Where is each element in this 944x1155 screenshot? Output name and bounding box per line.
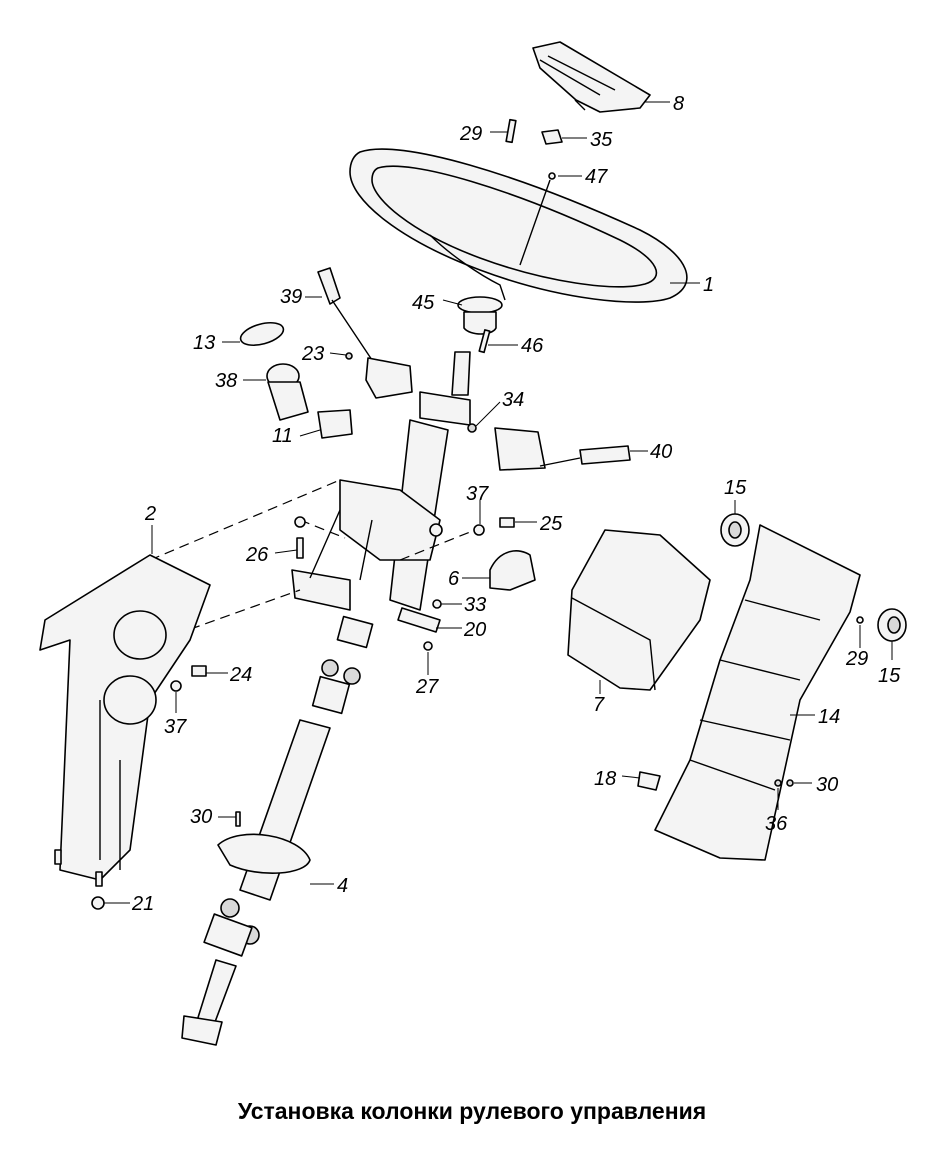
callout-37: 37 (164, 716, 187, 738)
callout-38: 38 (215, 370, 237, 392)
callout-34: 34 (502, 389, 524, 411)
callout-7: 7 (593, 694, 605, 716)
part-13-ring (239, 321, 285, 347)
callout-15: 15 (878, 665, 901, 687)
callout-20: 20 (463, 619, 486, 641)
universal-joint-upper (311, 615, 374, 715)
callout-13: 13 (193, 332, 215, 354)
callout-29: 29 (845, 648, 868, 670)
alignment-line (299, 519, 346, 539)
callout-8: 8 (673, 93, 684, 115)
callout-27: 27 (415, 676, 439, 698)
callout-35: 35 (590, 129, 613, 151)
callout-30: 30 (816, 774, 838, 796)
callout-47: 47 (585, 166, 608, 188)
callout-33: 33 (464, 594, 486, 616)
callout-18: 18 (594, 768, 616, 790)
callout-45: 45 (412, 292, 435, 314)
part-45-hub (457, 296, 503, 354)
callout-30: 30 (190, 806, 212, 828)
callout-1: 1 (703, 274, 714, 296)
callout-29: 29 (459, 123, 482, 145)
callout-2: 2 (144, 503, 156, 525)
part-6-clamp (489, 550, 536, 591)
part-1-steering-wheel (349, 148, 688, 303)
part-39-left-lever-switch (317, 267, 413, 399)
alignment-line (399, 531, 471, 561)
callout-15: 15 (724, 477, 747, 499)
diagram-caption: Установка колонки рулевого управления (237, 1098, 707, 1124)
column-bracket (291, 479, 443, 611)
small-fasteners-top (505, 118, 563, 180)
universal-joint-lower (181, 898, 260, 1046)
part-8-cover (532, 41, 651, 113)
callout-11: 11 (272, 425, 293, 447)
part-14-casing (637, 524, 861, 861)
callout-23: 23 (301, 343, 324, 365)
callout-4: 4 (337, 875, 348, 897)
callout-14: 14 (818, 706, 840, 728)
callout-6: 6 (448, 568, 460, 590)
part-2-support-bracket (39, 554, 211, 910)
part-15-knobs (720, 513, 907, 642)
alignment-line (149, 479, 341, 561)
part-4-lower-column (217, 719, 331, 901)
callout-36: 36 (765, 813, 788, 835)
part-40-right-lever-switch (494, 427, 631, 471)
part-20-plate (397, 607, 441, 633)
callout-46: 46 (521, 335, 544, 357)
part-38-ignition-switch (266, 363, 353, 439)
callout-25: 25 (539, 513, 563, 535)
callout-40: 40 (650, 441, 672, 463)
callout-39: 39 (280, 286, 302, 308)
callout-24: 24 (229, 664, 252, 686)
callout-21: 21 (131, 893, 154, 915)
callout-26: 26 (245, 544, 269, 566)
part-7-cover-panel (567, 529, 711, 691)
leader-lines (104, 101, 893, 904)
bracket-fasteners (294, 516, 515, 651)
callout-37: 37 (466, 483, 489, 505)
